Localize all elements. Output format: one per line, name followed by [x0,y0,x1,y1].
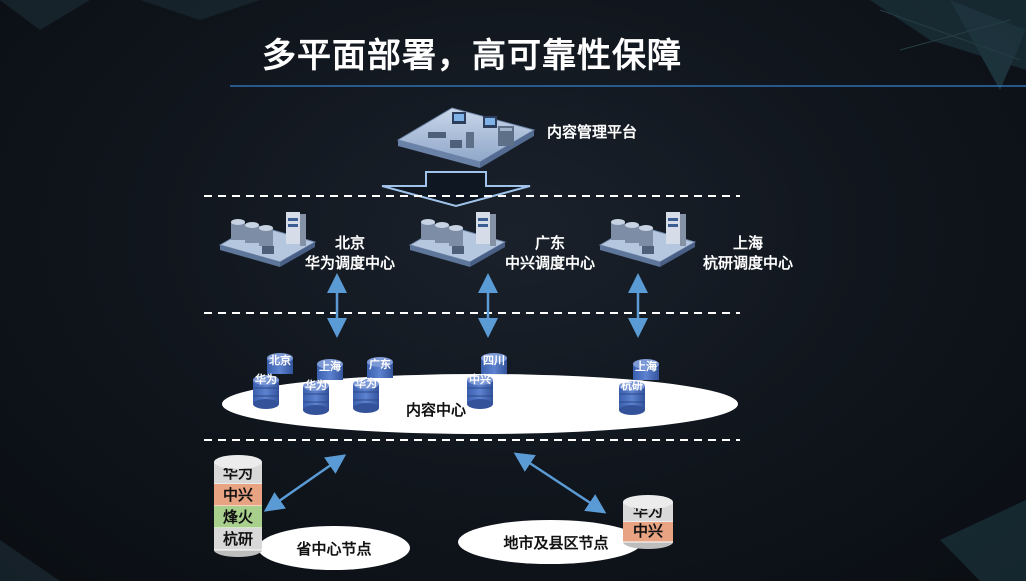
city-node-ellipse [458,520,642,564]
platform-label: 内容管理平台 [547,123,637,141]
content-center-label: 内容中心 [406,401,466,419]
database-region-label: 上海 [319,359,341,373]
dispatch-region-beijing: 北京 [335,234,365,252]
link-arrow-province [263,454,347,512]
dispatch-name-zte: 中兴调度中心 [505,254,595,272]
storage-layer-label: 中兴 [633,522,663,540]
province-node-ellipse [258,526,410,570]
database-vendor-label: 华为 [355,376,377,390]
database-region-label: 上海 [635,359,657,373]
storage-layer [214,484,262,506]
database-region-label: 北京 [269,353,291,367]
database-vendor-label: 杭研 [621,378,643,392]
server-cluster-icon [218,212,317,267]
database-region-label: 四川 [483,354,505,367]
storage-layer-label: 中兴 [223,486,253,504]
platform-icon [396,107,536,168]
page-title: 多平面部署，高可靠性保障 [262,36,682,76]
storage-layer [214,528,262,550]
province-node-label: 省中心节点 [295,540,371,558]
database-vendor-label: 华为 [255,372,277,386]
storage-layer-label: 杭研 [223,530,253,548]
database-vendor-label: 华为 [305,378,327,392]
server-cluster-icon [598,212,697,267]
storage-layer [214,506,262,528]
database-vendor-label: 中兴 [469,372,491,386]
server-cluster-icon [408,212,507,267]
dispatch-region-shanghai: 上海 [733,234,763,252]
link-arrow-city [513,452,607,514]
city-node-label: 地市及县区节点 [503,534,608,552]
database-region-label: 广东 [369,357,391,371]
dispatch-name-huawei: 华为调度中心 [305,254,395,272]
dispatch-name-hangyan: 杭研调度中心 [703,254,793,272]
down-arrow [381,171,531,208]
storage-layer [623,522,673,542]
storage-layer-label: 烽火 [223,508,254,526]
dispatch-region-guangdong: 广东 [535,234,565,252]
